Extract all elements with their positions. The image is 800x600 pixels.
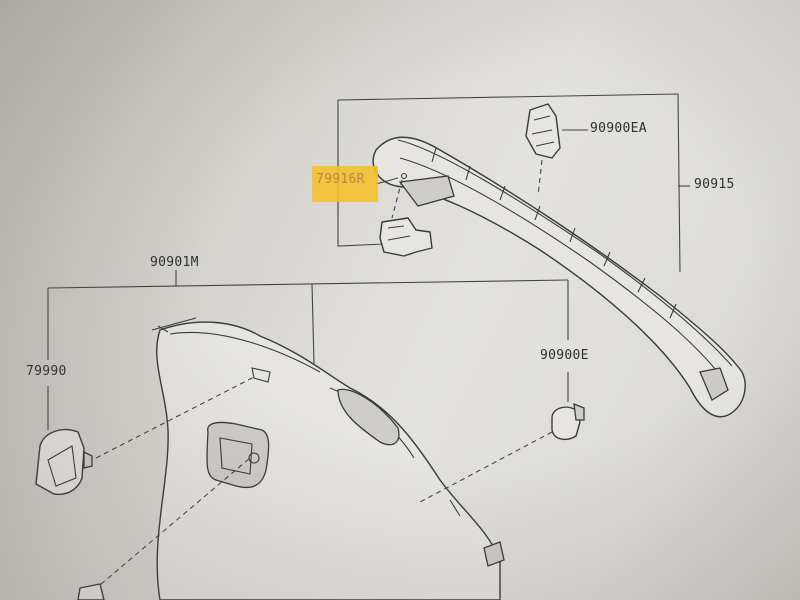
callout-90900ea: 90900EA [590, 121, 647, 136]
panel-bottom-dash [93, 457, 251, 591]
bottom-clip-part [77, 583, 105, 600]
fastener-79916r-part [379, 172, 433, 257]
lower-callout-bracket [47, 270, 569, 430]
trim-strip-part [372, 136, 746, 418]
lamp-79990-dash [95, 375, 257, 459]
upper-callout-bracket [337, 93, 690, 273]
callout-90900e: 90900E [540, 348, 589, 363]
clip-90900ea-dash [537, 159, 543, 197]
callout-79916r: 79916R [316, 172, 365, 187]
callout-90915: 90915 [694, 177, 735, 192]
lamp-79990-part [35, 428, 93, 496]
clip-90900e-part [551, 402, 585, 441]
clip-90900e-dash [419, 431, 553, 503]
callout-79990: 79990 [26, 364, 67, 379]
clip-90900ea-part [525, 103, 561, 159]
highlight-marker [312, 166, 378, 202]
fastener-79916r-leader [375, 177, 399, 185]
callout-90901m: 90901M [150, 255, 199, 270]
side-panel-part [151, 317, 505, 600]
fastener-79916r-dash [391, 179, 403, 219]
